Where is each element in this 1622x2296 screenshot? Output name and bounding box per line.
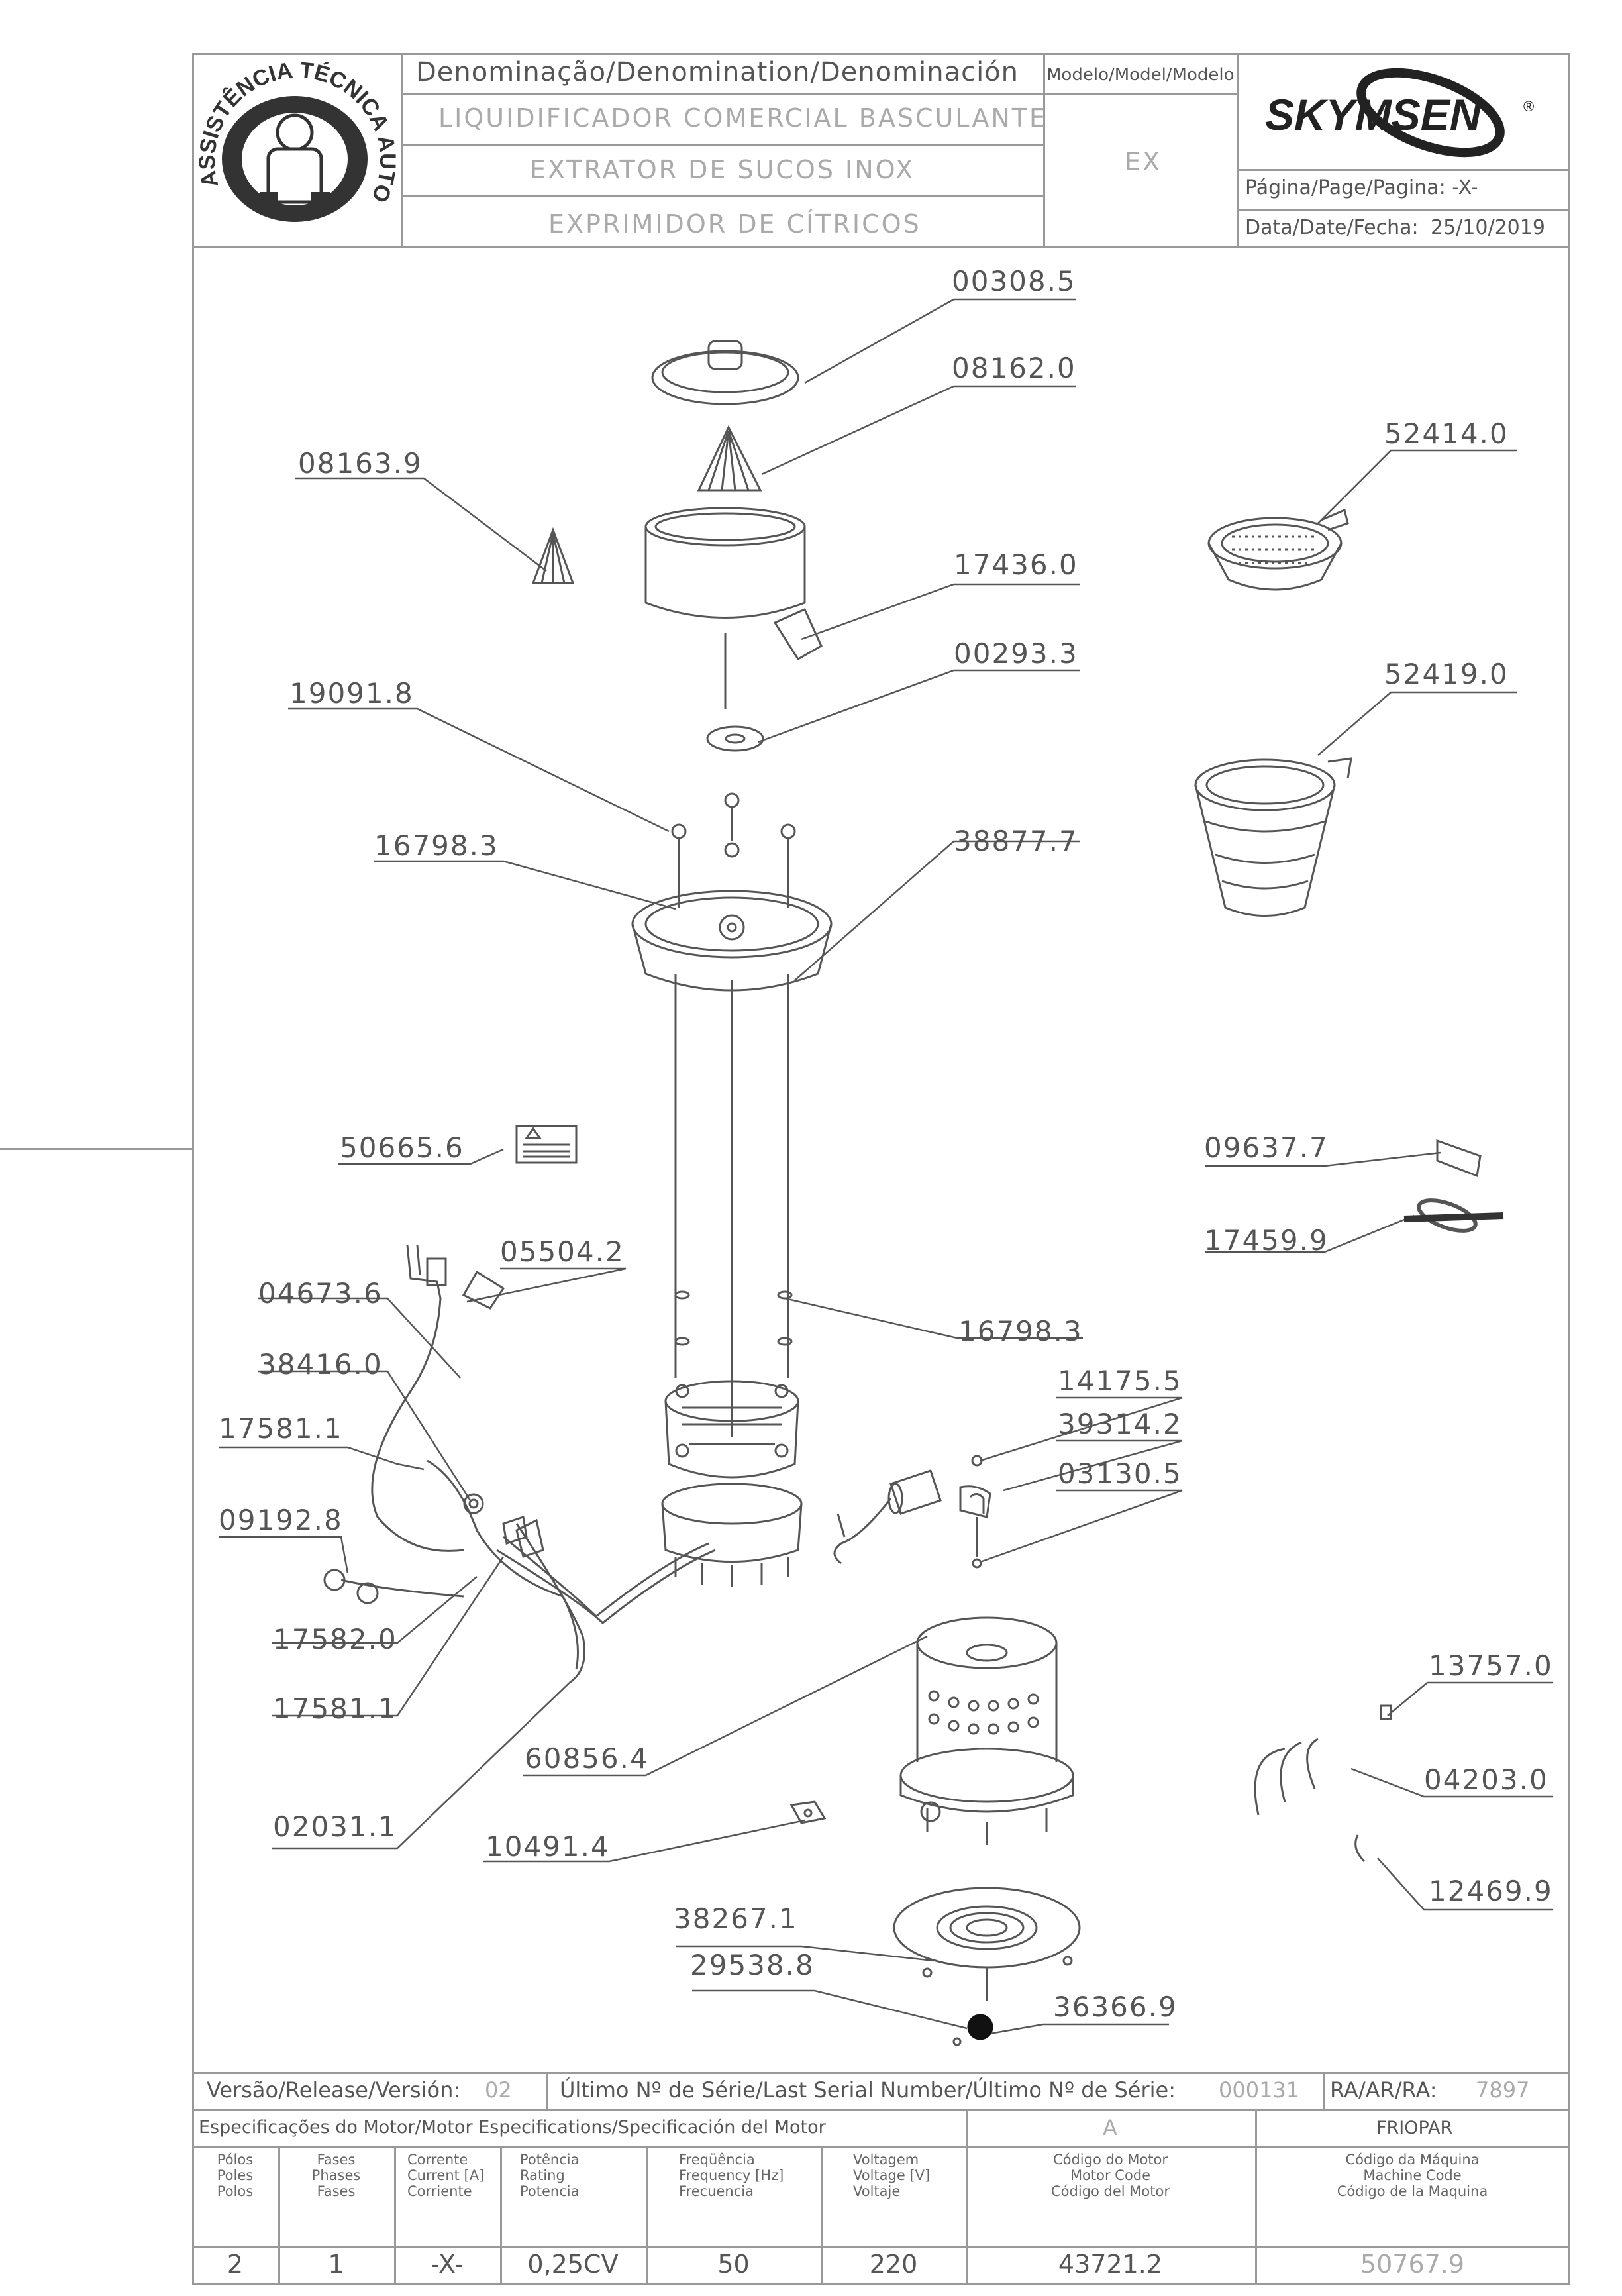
callout-label: 04673.6: [258, 1277, 383, 1310]
title-block-rule-2: [192, 2109, 1570, 2111]
value-voltage: 220: [869, 2250, 918, 2279]
callout-label: 38267.1: [674, 1903, 798, 1935]
callout-label: 08163.9: [298, 447, 423, 480]
callout-label: 17436.0: [954, 548, 1078, 581]
denomination-label: Denominação/Denomination/Denominación: [416, 57, 1019, 87]
value-machine-code: 50767.9: [1360, 2250, 1465, 2279]
callout-label: 03130.5: [1058, 1457, 1182, 1490]
value-motor-code: 43721.2: [1058, 2250, 1163, 2279]
value-rating: 0,25CV: [527, 2250, 619, 2279]
title-block-top-rule: [192, 2072, 1570, 2074]
callout-label: 50665.6: [340, 1131, 464, 1164]
callout-label: 52419.0: [1384, 658, 1509, 690]
callout-label: 04203.0: [1424, 1763, 1548, 1796]
value-phases: 1: [328, 2250, 344, 2279]
serial-label: Último Nº de Série/Last Serial Number/Úl…: [560, 2077, 1176, 2103]
callout-label: 12469.9: [1429, 1875, 1553, 1907]
tb-div-col5: [821, 2146, 823, 2285]
tb-div-col4: [646, 2146, 648, 2285]
product-line-2: EXTRATOR DE SUCOS INOX: [530, 155, 915, 184]
header-rule-b: [401, 144, 1043, 146]
ra-label: RA/AR/RA:: [1330, 2077, 1437, 2103]
callout-label: 17582.0: [273, 1623, 397, 1655]
header-divider-2: [1043, 53, 1045, 246]
callout-label: 14175.5: [1058, 1365, 1182, 1397]
callout-label: 17581.1: [219, 1412, 343, 1445]
callout-label: 10491.4: [485, 1830, 610, 1863]
callout-label: 09192.8: [219, 1504, 343, 1536]
callout-label: 13757.0: [1429, 1649, 1553, 1682]
callout-label: 08162.0: [952, 352, 1076, 384]
header-bottom-rule: [192, 246, 1570, 248]
ra-value: 7897: [1476, 2077, 1530, 2103]
header-rule-c: [401, 195, 1043, 197]
header-rule-a: [401, 93, 1237, 95]
version-value: 02: [485, 2077, 512, 2103]
value-current: -X-: [431, 2250, 464, 2279]
version-label: Versão/Release/Versión:: [207, 2077, 461, 2103]
callout-label: 02031.1: [273, 1810, 397, 1843]
callout-label: 16798.3: [958, 1315, 1083, 1347]
callout-label: 38416.0: [258, 1348, 383, 1381]
date-label: Data/Date/Fecha:: [1245, 216, 1419, 239]
product-line-3: EXPRIMIDOR DE CÍTRICOS: [548, 209, 921, 238]
callout-label: 39314.2: [1058, 1408, 1182, 1440]
tb-div-motorcode: [966, 2109, 968, 2285]
tb-div-col2: [394, 2146, 396, 2285]
header-rule-e: [1237, 209, 1570, 211]
header-rule-d: [1237, 169, 1570, 171]
value-poles: 2: [227, 2250, 244, 2279]
motor-spec-label: Especificações do Motor/Motor Especifica…: [199, 2117, 826, 2138]
callout-label: 52414.0: [1384, 417, 1509, 450]
drawing-frame: [192, 53, 1570, 2285]
tb-div-col3: [500, 2146, 502, 2285]
callout-label: 17581.1: [273, 1693, 397, 1725]
date-value: 25/10/2019: [1431, 216, 1545, 239]
model-label: Modelo/Model/Modelo: [1046, 65, 1235, 85]
callout-label: 36366.9: [1053, 1991, 1178, 2023]
header-divider-1: [401, 53, 403, 246]
tb-div-ra: [1323, 2072, 1325, 2109]
callout-label: 38877.7: [954, 825, 1078, 857]
product-line-1: LIQUIDIFICADOR COMERCIAL BASCULANTE: [438, 103, 1047, 132]
callout-label: 09637.7: [1204, 1131, 1329, 1164]
title-block-rule-3: [192, 2146, 1570, 2148]
left-margin-rule: [0, 1148, 192, 1150]
tb-div-version: [546, 2072, 548, 2109]
callout-label: 05504.2: [500, 1235, 625, 1268]
callout-label: 60856.4: [525, 1742, 649, 1775]
callout-label: 00293.3: [954, 637, 1078, 670]
callout-label: 00308.5: [952, 265, 1076, 297]
callout-label: 17459.9: [1204, 1224, 1329, 1257]
model-value: EX: [1125, 147, 1162, 176]
callout-label: 29538.8: [690, 1949, 815, 1981]
motor-spec-code: A: [1103, 2115, 1117, 2140]
title-block-rule-4: [192, 2246, 1570, 2248]
tb-div-col1: [278, 2146, 280, 2285]
tb-div-machinecode: [1255, 2109, 1257, 2285]
header-divider-3: [1237, 53, 1239, 246]
serial-value: 000131: [1219, 2077, 1300, 2103]
value-frequency: 50: [717, 2250, 750, 2279]
manufacturer: FRIOPAR: [1376, 2118, 1453, 2138]
callout-label: 16798.3: [374, 829, 499, 862]
page-label: Página/Page/Pagina: -X-: [1245, 176, 1478, 199]
callout-label: 19091.8: [289, 677, 414, 709]
